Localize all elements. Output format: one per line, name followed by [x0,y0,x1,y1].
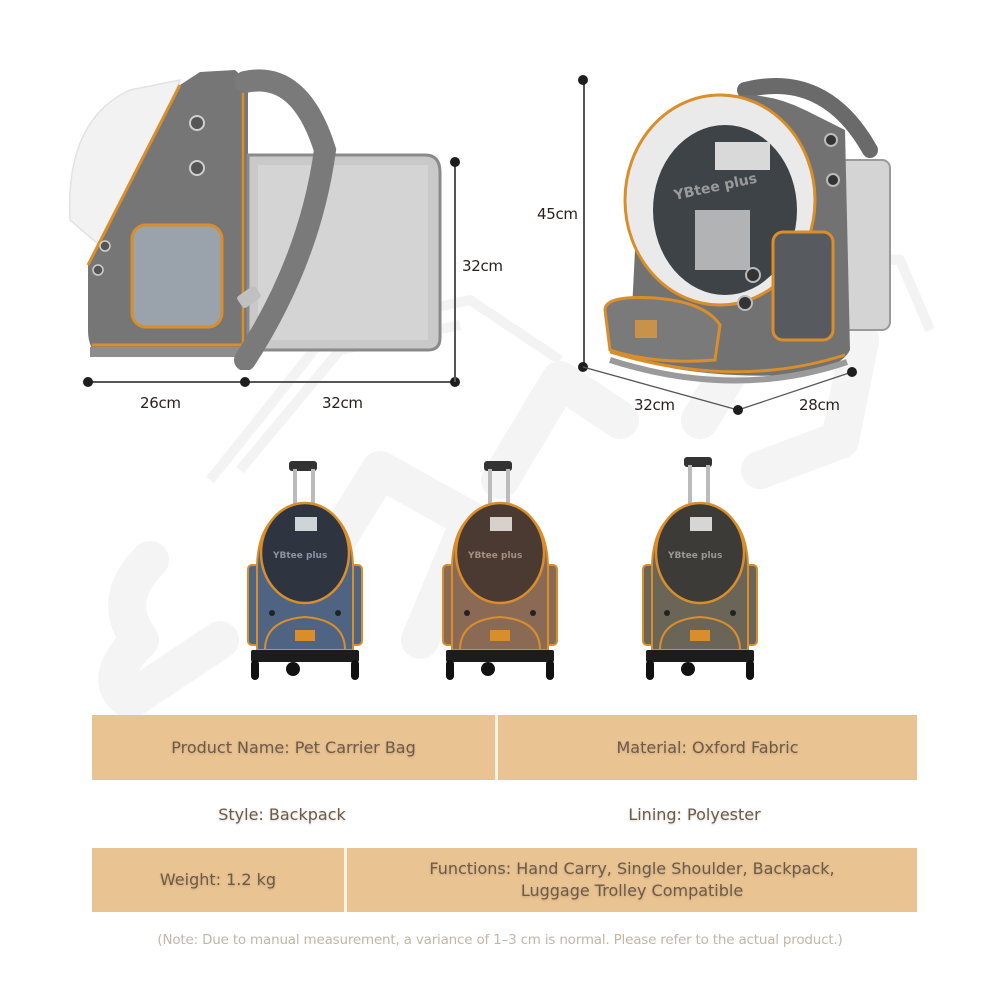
trolley-variant-blue: YBtee plus [247,461,363,680]
front-view-carrier-image: YBtee plus [603,78,891,384]
svg-text:YBtee plus: YBtee plus [467,551,522,561]
spec-row-1: Product Name: Pet Carrier Bag Material: … [92,715,917,780]
front-depth-dimension: 32cm [634,396,675,414]
front-height-dimension: 45cm [537,205,578,223]
measurement-note: (Note: Due to manual measurement, a vari… [157,932,843,948]
spec-material: Material: Oxford Fabric [495,715,917,780]
trolley-variant-grey: YBtee plus [642,457,758,680]
front-base-dimension-lines [582,366,857,415]
spec-weight: Weight: 1.2 kg [92,848,344,912]
side-height-dimension: 32cm [462,257,503,275]
dimension-marker [578,362,588,372]
dimension-marker [450,377,460,387]
dimension-marker [83,377,93,387]
svg-text:YBtee plus: YBtee plus [667,551,722,561]
dimension-marker [578,75,588,85]
spec-style: Style: Backpack [218,805,346,824]
spec-functions-line1: Functions: Hand Carry, Single Shoulder, … [429,859,835,878]
side-base-dimension-line [87,381,455,383]
spec-product-name: Product Name: Pet Carrier Bag [92,715,495,780]
front-width-dimension: 28cm [799,396,840,414]
spec-row-3: Weight: 1.2 kg Functions: Hand Carry, Si… [92,848,917,912]
spec-functions: Functions: Hand Carry, Single Shoulder, … [344,848,917,912]
side-height-dimension-line [454,162,456,382]
side-view-carrier-image [68,69,442,370]
spec-functions-line2: Luggage Trolley Compatible [520,881,744,900]
side-base-right-dimension: 32cm [322,394,363,412]
dimension-marker [240,377,250,387]
svg-text:YBtee plus: YBtee plus [272,551,327,561]
dimension-marker [450,157,460,167]
spec-row-2: Style: Backpack Lining: Polyester [92,782,917,848]
front-height-dimension-line [583,80,585,367]
side-base-left-dimension: 26cm [140,394,181,412]
trolley-variant-brown: YBtee plus [442,461,558,680]
spec-lining: Lining: Polyester [628,805,761,824]
